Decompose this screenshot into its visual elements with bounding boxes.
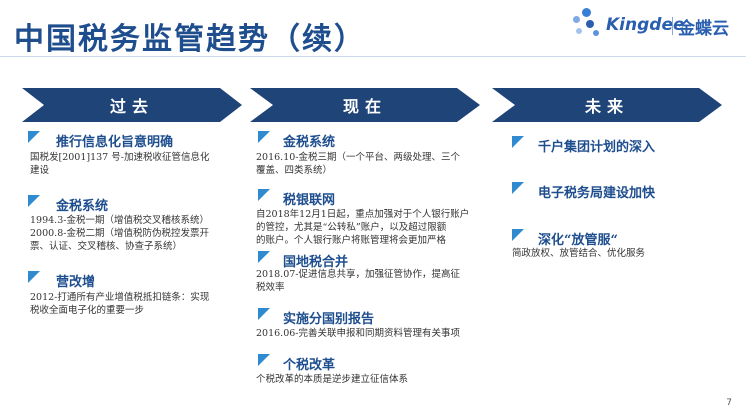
past-item-line: 国税发[2001]137 号-加速税收征管信息化 [30,152,210,163]
title-divider [0,56,746,57]
present-item-line: 的管控，尤其是“公转私”账户，以及超过限额 [256,222,447,233]
present-item-title: 金税系统 [283,135,336,150]
present-item-title: 个税改革 [283,358,336,373]
logo-separator [672,17,673,35]
present-item-title: 税银联网 [283,193,336,208]
triangle-marker-icon [258,131,270,143]
header-future: 未来 [492,88,722,122]
past-item-line: 建设 [30,165,50,176]
header-present: 现在 [250,88,480,122]
triangle-marker-icon [258,354,270,366]
future-item-line: 简政放权、放管结合、优化服务 [512,248,646,259]
triangle-marker-icon [258,251,270,263]
triangle-marker-icon [28,271,40,283]
triangle-marker-icon [258,308,270,320]
triangle-marker-icon [258,189,270,201]
kingdee-logo: Kingdee 金蝶云 [566,6,736,42]
past-item-line: 2012-打通所有产业增值税抵扣链条：实现 [30,292,210,303]
past-item-line: 税收全面电子化的重要一步 [30,305,145,316]
logo-cn: 金蝶云 [678,19,729,39]
header-past: 过去 [22,88,242,122]
triangle-marker-icon [512,136,524,148]
page-title: 中国税务监管趋势（续） [14,22,366,57]
past-item-title: 推行信息化旨意明确 [56,135,174,150]
future-item-title: 电子税务局建设加快 [538,186,656,201]
present-item-line: 2016.10-金税三期（一个平台、两级处理、三个 [256,152,460,163]
present-item-line: 2018.07-促进信息共享，加强征管协作，提高征 [256,269,460,280]
page-number: 7 [726,398,732,408]
future-item-title: 千户集团计划的深入 [538,140,656,155]
triangle-marker-icon [28,131,40,143]
past-item-line: 2000.8-金税二期（增值税防伪税控发票开 [30,228,209,239]
triangle-marker-icon [28,195,40,207]
present-item-line: 2016.06-完善关联申报和同期资料管理有关事项 [256,328,460,339]
present-item-line: 自2018年12月1日起，重点加强对于个人银行账户 [256,209,470,220]
triangle-marker-icon [512,182,524,194]
present-item-title: 国地税合并 [283,255,349,270]
present-item-line: 税效率 [256,282,285,293]
past-item-line: 票、认证、交叉稽核、协查子系统） [30,241,183,252]
logo-brand: Kingdee [606,15,685,35]
future-item-title: 深化“放管服“ [538,233,618,248]
past-item-line: 1994.3-金税一期（增值税交叉稽核系统） [30,215,209,226]
present-item-title: 实施分国别报告 [283,312,375,327]
present-item-line: 的账户。个人银行账户将账管理将会更加严格 [256,235,447,246]
triangle-marker-icon [512,229,524,241]
logo-dots-icon [566,6,606,42]
present-item-line: 个税改革的本质是逆步建立征信体系 [256,374,409,385]
past-item-title: 金税系统 [56,199,109,214]
present-item-line: 覆盖、四类系统） [256,165,333,176]
past-item-title: 营改增 [56,275,96,290]
